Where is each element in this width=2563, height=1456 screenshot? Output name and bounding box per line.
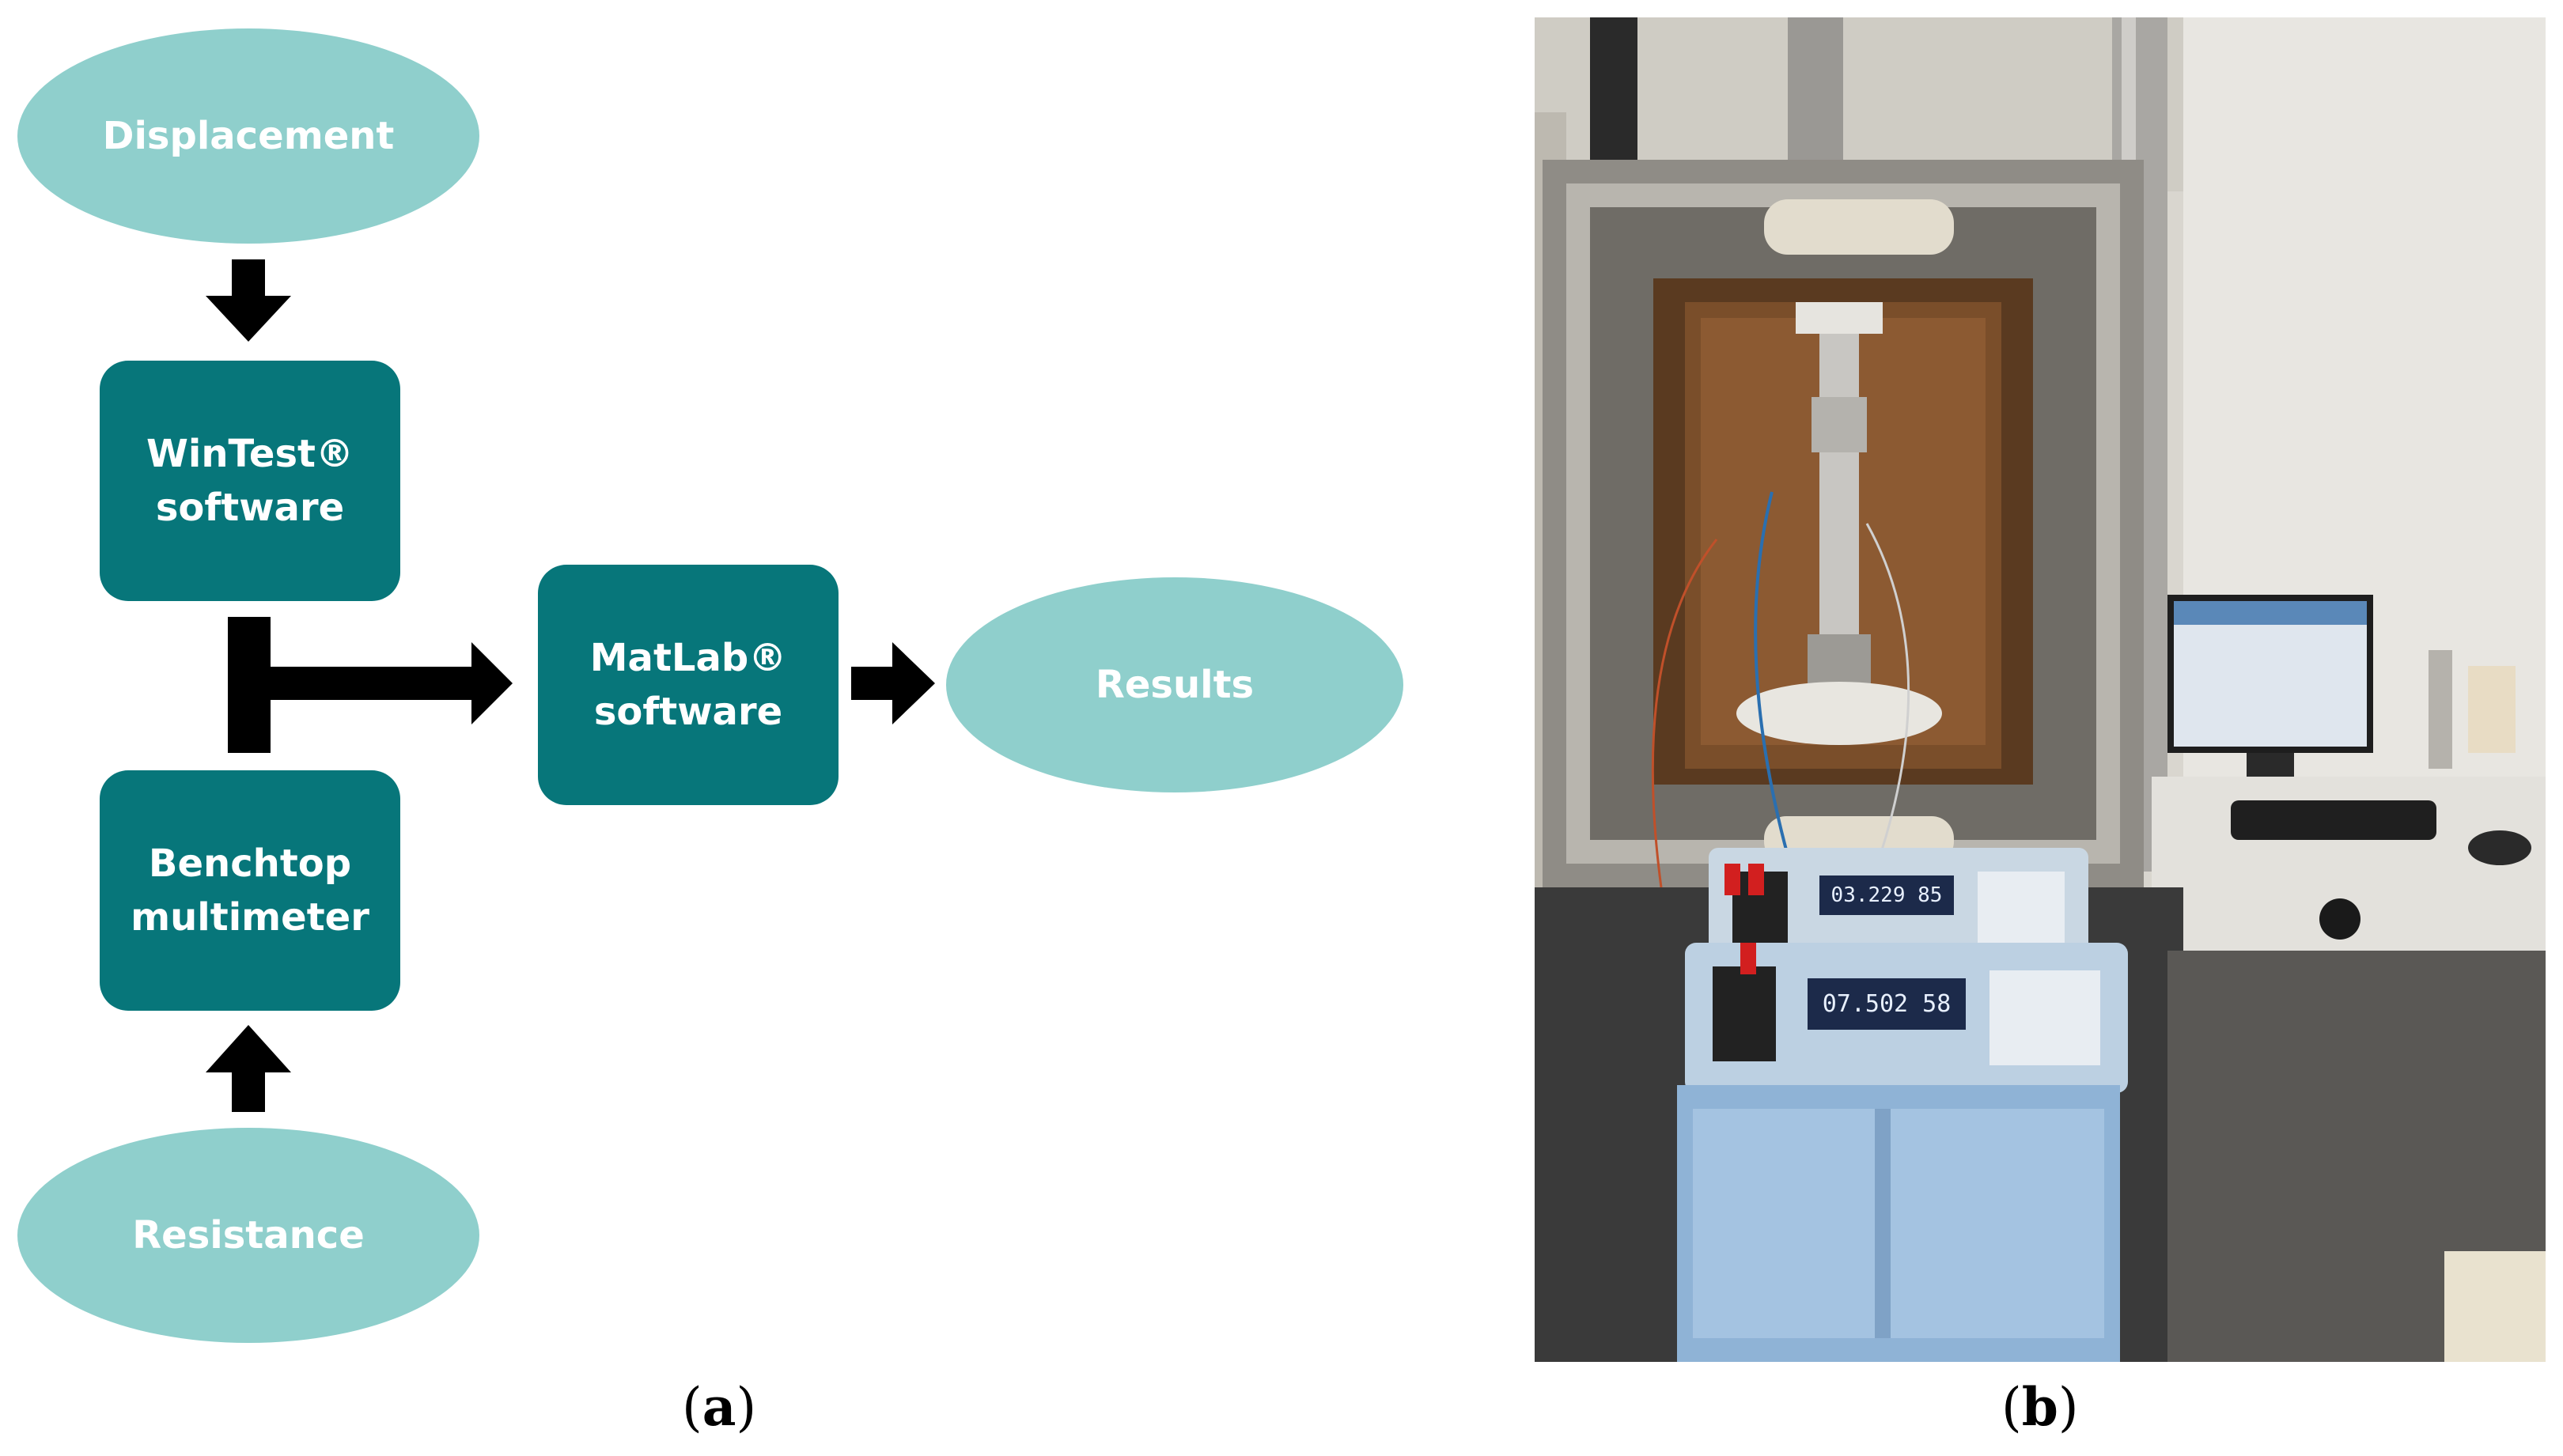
wintest-label-line1: WinTest® bbox=[146, 432, 354, 476]
wintest-label-line2: software bbox=[155, 486, 345, 530]
caption-b: (b) bbox=[2001, 1376, 2079, 1438]
arrow-t-junction bbox=[228, 617, 513, 753]
resistance-node: Resistance bbox=[17, 1128, 479, 1343]
matlab-node: MatLab® software bbox=[538, 565, 839, 805]
multimeter-display-bottom: 07.502 58 bbox=[1822, 990, 1952, 1018]
arrow-down-top bbox=[206, 259, 291, 342]
resistance-label: Resistance bbox=[132, 1213, 365, 1257]
photo-test-rig: 03.229 85 07.502 58 bbox=[1535, 17, 2546, 1362]
benchtop-multimeter-node: Benchtop multimeter bbox=[100, 770, 400, 1011]
arrow-right-results bbox=[851, 642, 935, 724]
displacement-label: Displacement bbox=[102, 114, 395, 158]
benchtop-label-line1: Benchtop bbox=[148, 841, 352, 886]
matlab-label-line1: MatLab® bbox=[589, 636, 787, 680]
benchtop-label-line2: multimeter bbox=[131, 895, 369, 940]
caption-a: (a) bbox=[682, 1376, 757, 1438]
wintest-node: WinTest® software bbox=[100, 361, 400, 601]
arrow-up-bottom bbox=[206, 1025, 291, 1112]
results-node: Results bbox=[946, 577, 1403, 792]
caption-b-letter: b bbox=[2021, 1376, 2058, 1438]
results-label: Results bbox=[1095, 663, 1255, 707]
displacement-node: Displacement bbox=[17, 28, 479, 244]
diagram-arrows bbox=[206, 259, 935, 1112]
matlab-label-line2: software bbox=[593, 690, 783, 734]
multimeter-display-top: 03.229 85 bbox=[1830, 883, 1943, 907]
caption-a-letter: a bbox=[702, 1376, 736, 1438]
